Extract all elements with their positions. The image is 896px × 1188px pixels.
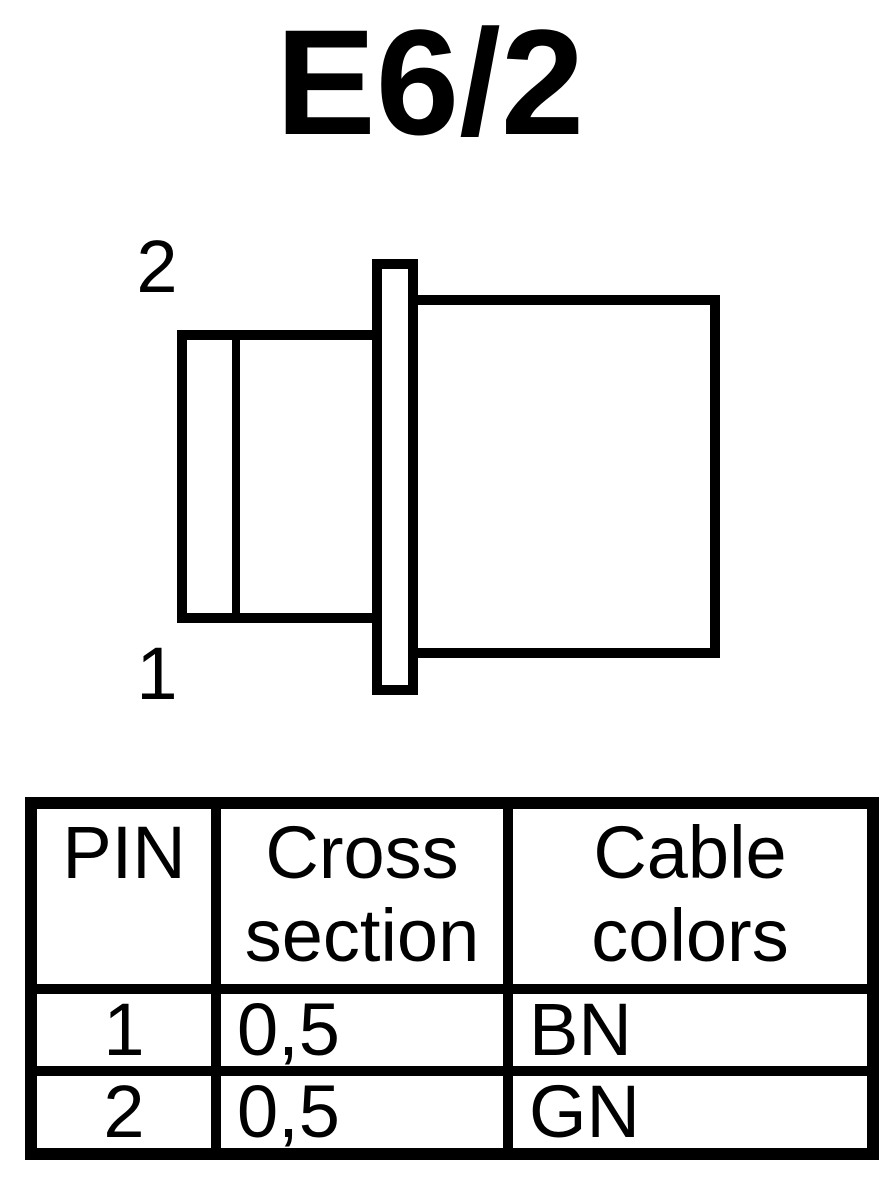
header-cross-section: Cross section	[211, 798, 513, 994]
table-row: 2 0,5 GN	[26, 1066, 878, 1159]
connector-body-left-divider-line	[232, 338, 240, 615]
header-cross-section-line1: Cross	[265, 811, 459, 894]
cell-cross-section: 0,5	[211, 984, 513, 1076]
connector-body-right	[410, 295, 720, 658]
header-cross-section-line2: section	[244, 894, 480, 977]
header-cable-colors-line2: colors	[591, 894, 789, 977]
page-title: E6/2	[275, 0, 585, 166]
table-row: 1 0,5 BN	[26, 984, 878, 1076]
pin-label-2: 2	[136, 225, 178, 308]
pin-label-1: 1	[136, 632, 178, 715]
cell-pin: 1	[26, 984, 221, 1076]
pin-table: PIN Cross section Cable colors 1 0,5 BN …	[25, 797, 879, 1160]
cell-cross-section: 0,5	[211, 1066, 513, 1159]
cell-cable-color: GN	[503, 1066, 878, 1159]
connector-body-left	[177, 330, 383, 623]
cell-cable-color: BN	[503, 984, 878, 1076]
header-cable-colors-line1: Cable	[593, 811, 787, 894]
header-cable-colors: Cable colors	[503, 798, 878, 994]
table-header-row: PIN Cross section Cable colors	[26, 798, 878, 994]
header-pin-line1: PIN	[62, 811, 186, 894]
cell-pin: 2	[26, 1066, 221, 1159]
header-pin: PIN	[26, 798, 221, 994]
connector-flange	[372, 259, 418, 695]
